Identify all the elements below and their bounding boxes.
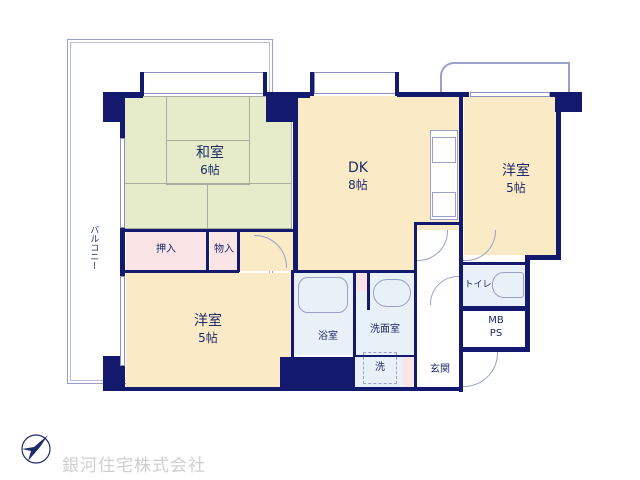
washer-space [363,352,397,384]
tatami-mat [166,96,250,141]
room-size: 5帖 [198,330,218,345]
wall [263,72,267,96]
wall [353,355,417,357]
sink-icon [432,192,456,217]
wall [293,92,298,272]
window [120,276,125,366]
wall [459,92,463,392]
company-name: 銀河住宅株式会社 [62,456,206,476]
room-name: 洋室 [502,163,530,179]
tatami-mat [207,183,292,229]
wall [525,255,530,352]
company-logo-icon [18,431,51,464]
room-name: DK [348,160,368,176]
door-swing [463,230,496,261]
wall [353,270,356,355]
room-size: 6帖 [200,162,220,177]
bath-label: 浴室 [318,331,338,342]
window [143,72,267,94]
oshiire-label: 押入 [156,244,176,255]
yoshitsu-sw-room [126,273,293,388]
wall [291,272,294,362]
wall [414,222,461,225]
mb-text: MB [488,315,504,326]
wall [395,72,399,96]
room-name: 和室 [196,145,224,161]
wall [310,72,314,96]
yoshitsu-ne-label: 洋室 5帖 [486,163,546,196]
entrance-door-swing [463,352,498,387]
balcony-label: バルコニー [88,225,99,270]
room-size: 8帖 [348,177,368,192]
wall [280,357,355,391]
wall [367,270,370,310]
genkan-step [403,357,416,387]
wall [120,120,125,138]
toilet-label: トイレ [464,280,492,290]
yoshitsu-ne-room [464,96,560,255]
monoire [210,231,238,271]
mbps-label: MB PS [476,315,516,340]
room-name: 洋室 [194,313,222,329]
monoire-label: 物入 [214,244,234,255]
toilet-icon [492,272,524,298]
washer-label: 洗 [375,362,385,373]
senmen-label: 洗面室 [370,324,400,335]
window [120,138,125,228]
wall [125,229,293,232]
wall [206,229,209,272]
tatami-mat [122,183,208,229]
storage-pink-small [356,273,368,291]
room-size: 5帖 [506,180,526,195]
oshiire [126,231,207,271]
window [314,72,396,94]
wall [462,306,528,311]
wall [103,92,143,98]
stove-icon [432,137,456,163]
wall [103,92,125,122]
wall [462,262,528,265]
genkan-label: 玄関 [430,364,450,375]
tatami-mat [122,96,167,184]
wall [237,229,240,272]
wall [125,270,239,273]
mbps-room [466,312,524,348]
dk-label: DK 8帖 [328,160,388,193]
washitsu-label: 和室 6帖 [180,145,240,178]
wall [120,228,125,276]
wall [414,222,417,390]
wall [140,72,144,96]
wall [462,347,530,352]
wall [525,255,561,260]
window [470,92,550,97]
kitchen-counter [430,130,458,220]
wall [266,92,310,98]
ne-balcony-rail [440,62,570,102]
wall [397,92,469,97]
bathtub-icon [298,277,348,313]
wall [555,92,582,112]
basin-icon [373,279,411,307]
wall [103,356,125,391]
yoshitsu-sw-label: 洋室 5帖 [178,313,238,346]
wall [556,92,561,260]
ps-text: PS [489,327,503,339]
